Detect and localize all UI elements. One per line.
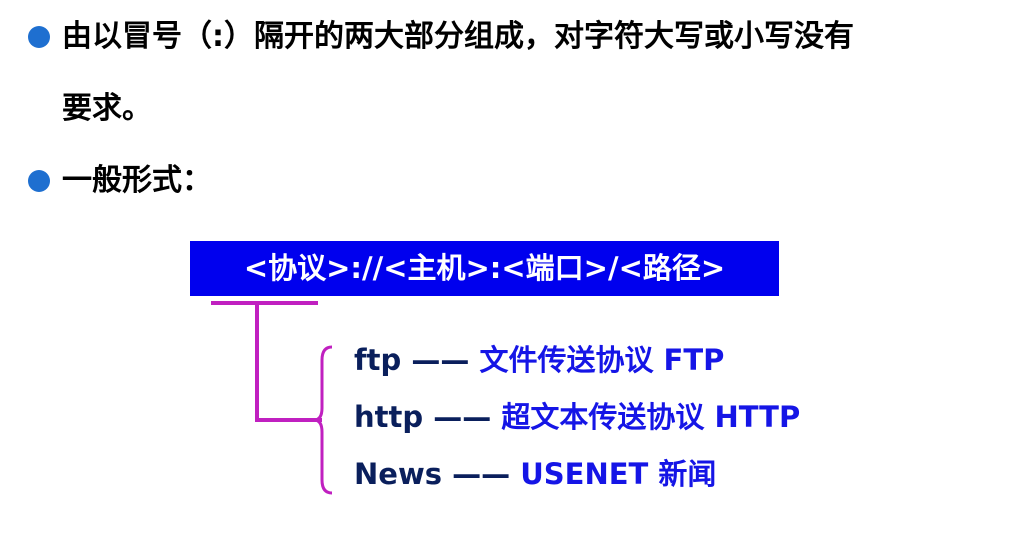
protocol-key: ftp xyxy=(354,343,402,377)
protocol-separator: —— xyxy=(423,400,502,434)
protocol-separator: —— xyxy=(401,343,480,377)
protocol-desc: USENET 新闻 xyxy=(520,457,717,491)
bullet-line-1: 由以冒号（:）隔开的两大部分组成，对字符大写或小写没有 xyxy=(28,22,854,52)
protocol-item-news: News —— USENET 新闻 xyxy=(354,460,716,489)
protocol-key: News xyxy=(354,457,442,491)
bullet-continuation-1: 要求。 xyxy=(62,91,152,126)
curly-brace xyxy=(313,345,333,495)
bullet-dot-icon xyxy=(28,170,50,192)
bullet-text-2: 一般形式： xyxy=(62,163,212,198)
bullet-line-2: 一般形式： xyxy=(28,166,212,196)
url-format-box: <协议>://<主机>:<端口>/<路径> xyxy=(190,241,779,296)
protocol-desc: 超文本传送协议 HTTP xyxy=(501,400,801,434)
bullet-text-1: 由以冒号（:）隔开的两大部分组成，对字符大写或小写没有 xyxy=(62,19,854,54)
bullet-dot-icon xyxy=(28,26,50,48)
protocol-key: http xyxy=(354,400,424,434)
protocol-desc: 文件传送协议 FTP xyxy=(479,343,725,377)
url-format-text: <协议>://<主机>:<端口>/<路径> xyxy=(243,251,726,285)
protocol-separator: —— xyxy=(442,457,521,491)
protocol-item-ftp: ftp —— 文件传送协议 FTP xyxy=(354,346,724,375)
protocol-item-http: http —— 超文本传送协议 HTTP xyxy=(354,403,800,432)
